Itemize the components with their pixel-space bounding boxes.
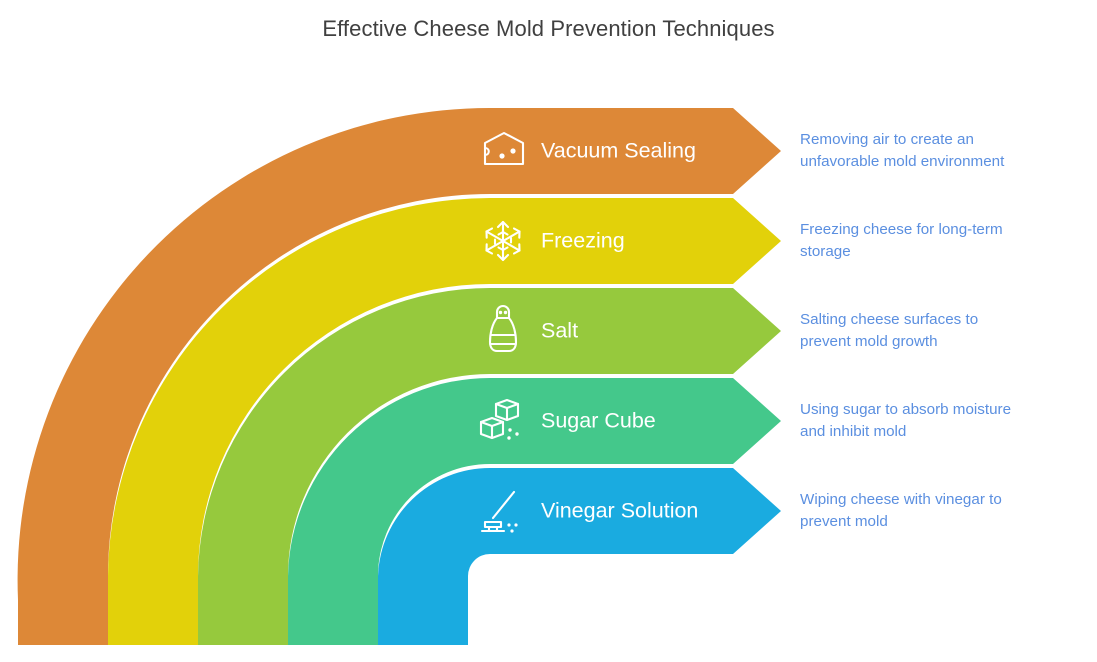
band-salt[interactable]: Salt	[198, 288, 781, 645]
description-line: Freezing cheese for long-term	[800, 221, 1003, 238]
band-label-freezing: Freezing	[541, 229, 625, 253]
description-vinegar-solution: Wiping cheese with vinegar to prevent mo…	[800, 491, 1002, 530]
description-line: Wiping cheese with vinegar to	[800, 491, 1002, 508]
band-label-salt: Salt	[541, 319, 578, 343]
cheese-wedge-icon	[483, 131, 525, 166]
band-shape-vinegar-solution	[378, 467, 781, 645]
band-vacuum-sealing[interactable]: Vacuum Sealing	[17, 107, 782, 646]
band-shape-sugar-cube	[288, 378, 781, 645]
band-sugar-cube[interactable]: Sugar Cube	[288, 378, 781, 645]
description-line: Removing air to create an	[800, 131, 974, 148]
salt-shaker-icon	[488, 304, 518, 353]
mop-icon	[480, 490, 518, 533]
description-line: prevent mold growth	[800, 333, 938, 350]
band-freezing[interactable]: Freezing	[108, 198, 781, 645]
snowflake-icon	[485, 220, 521, 262]
band-vinegar-solution[interactable]: Vinegar Solution	[378, 467, 781, 645]
description-vacuum-sealing: Removing air to create an unfavorable mo…	[800, 131, 1005, 170]
band-label-vacuum-sealing: Vacuum Sealing	[541, 139, 696, 163]
band-shape-freezing	[108, 198, 781, 645]
description-freezing: Freezing cheese for long-term storage	[800, 221, 1003, 260]
description-sugar-cube: Using sugar to absorb moisture and inhib…	[800, 401, 1011, 440]
sugar-cube-icon	[479, 398, 520, 440]
description-line: and inhibit mold	[800, 423, 906, 440]
band-label-sugar-cube: Sugar Cube	[541, 409, 656, 433]
page-title: Effective Cheese Mold Prevention Techniq…	[322, 16, 775, 41]
band-shape-vacuum-sealing	[17, 107, 782, 646]
description-salt: Salting cheese surfaces to prevent mold …	[800, 311, 978, 350]
description-line: storage	[800, 243, 851, 260]
description-line: unfavorable mold environment	[800, 153, 1005, 170]
description-line: prevent mold	[800, 513, 888, 530]
band-shape-salt	[198, 288, 781, 645]
description-line: Using sugar to absorb moisture	[800, 401, 1011, 418]
band-label-vinegar-solution: Vinegar Solution	[541, 499, 698, 523]
description-line: Salting cheese surfaces to	[800, 311, 978, 328]
